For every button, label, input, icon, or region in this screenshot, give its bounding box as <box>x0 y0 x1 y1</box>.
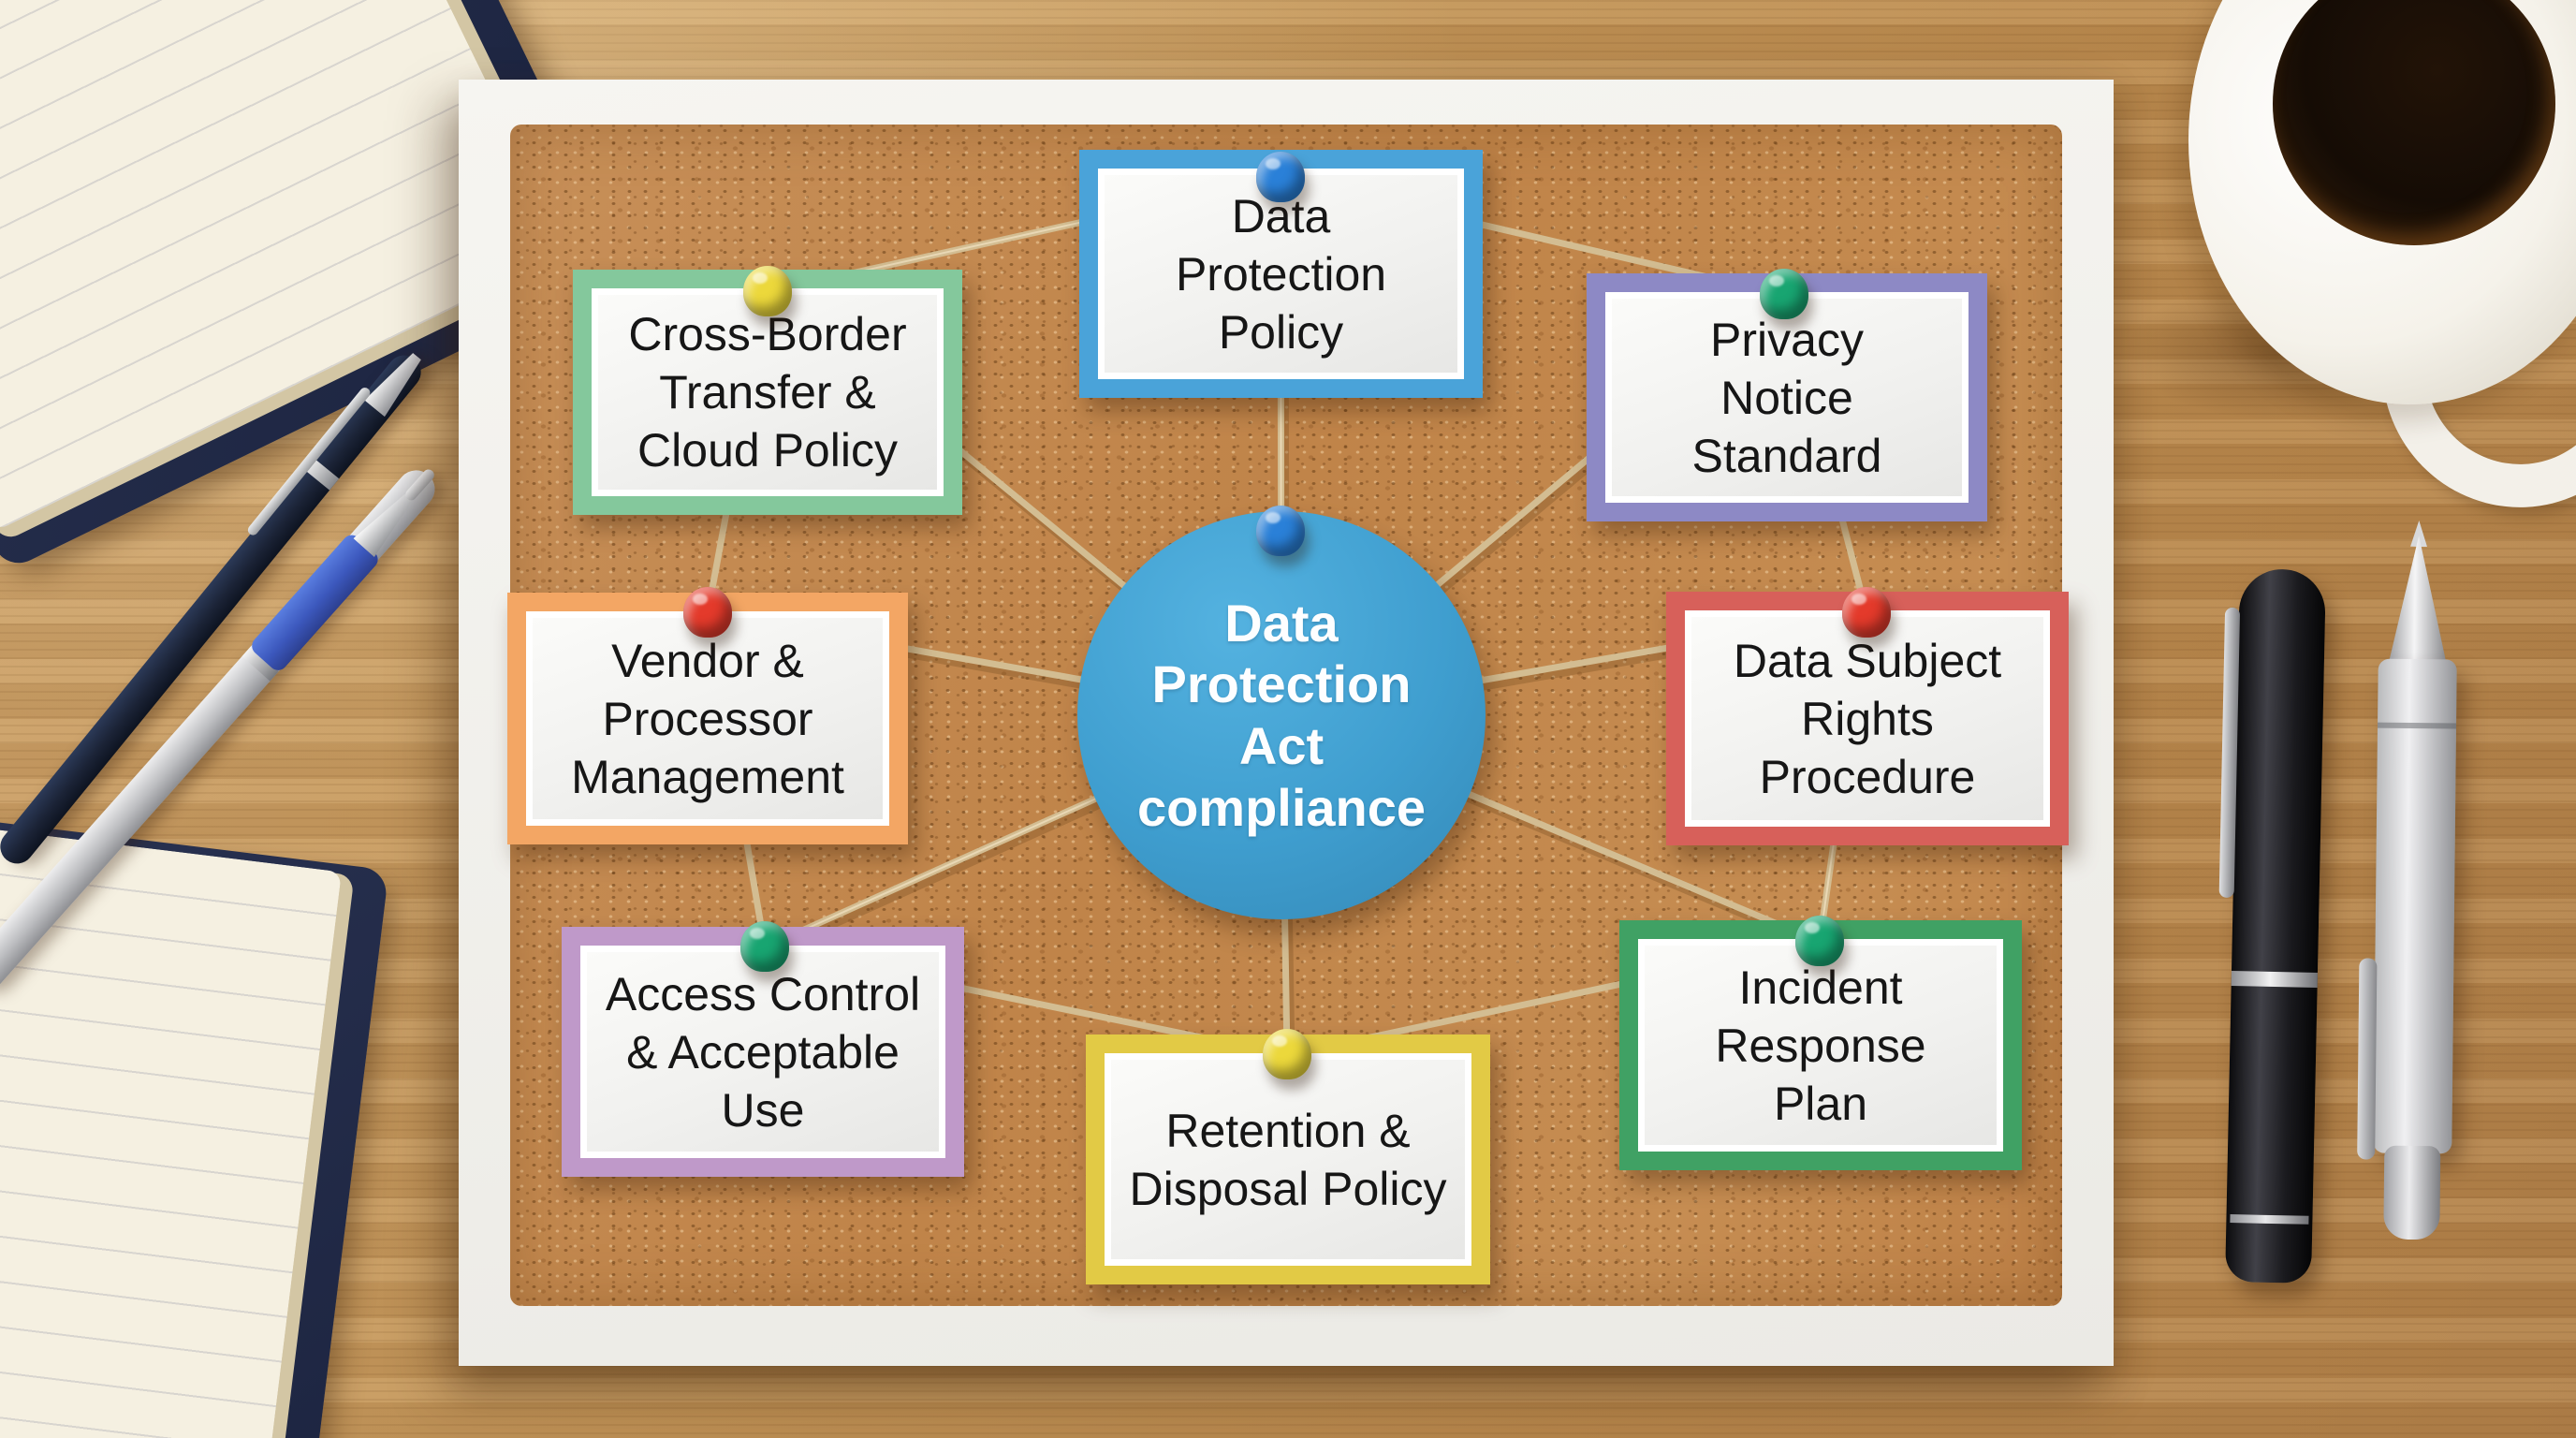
hub-node: Data Protection Act compliance <box>1077 511 1486 919</box>
push-pin-icon <box>1256 506 1305 556</box>
pen-band <box>2230 1214 2309 1225</box>
pen-band <box>2231 971 2318 988</box>
card-face: Privacy Notice Standard <box>1611 298 1963 497</box>
push-pin-icon <box>1263 1029 1311 1079</box>
card-privacy-notice-standard: Privacy Notice Standard <box>1587 273 1987 521</box>
coffee-surface <box>2273 0 2555 245</box>
card-label: Cross-Border Transfer & Cloud Policy <box>628 308 907 477</box>
push-pin-icon <box>1795 916 1844 966</box>
card-face: Vendor & Processor Management <box>532 617 884 820</box>
hub-label: Data Protection Act compliance <box>1136 593 1427 837</box>
card-label: Privacy Notice Standard <box>1691 313 1882 482</box>
card-face: Access Control & Acceptable Use <box>586 951 940 1152</box>
card-label: Vendor & Processor Management <box>571 634 844 803</box>
card-face: Cross-Border Transfer & Cloud Policy <box>597 294 938 491</box>
card-label: Data Subject Rights Procedure <box>1733 634 2002 803</box>
pen-plunger <box>2383 1145 2441 1240</box>
pen-band <box>2377 722 2457 729</box>
card-face: Data Protection Policy <box>1104 174 1458 374</box>
card-data-protection-policy: Data Protection Policy <box>1079 150 1483 398</box>
push-pin-icon <box>683 587 732 638</box>
card-label: Retention & Disposal Policy <box>1129 1104 1447 1215</box>
card-label: Access Control & Acceptable Use <box>605 967 921 1137</box>
push-pin-icon <box>743 266 792 316</box>
pen-clip <box>2218 607 2241 899</box>
pen-ballpoint <box>402 467 437 503</box>
card-data-subject-rights: Data Subject Rights Procedure <box>1666 592 2069 845</box>
push-pin-icon <box>1842 587 1891 638</box>
push-pin-icon <box>1256 152 1305 202</box>
card-label: Data Protection Policy <box>1175 189 1387 359</box>
silver-pen-icon <box>2357 536 2458 1278</box>
push-pin-icon <box>1760 269 1808 319</box>
card-face: Retention & Disposal Policy <box>1110 1059 1466 1260</box>
card-cross-border-transfer: Cross-Border Transfer & Cloud Policy <box>573 270 962 515</box>
card-face: Incident Response Plan <box>1644 945 1998 1146</box>
pen-tip <box>2384 536 2452 668</box>
card-face: Data Subject Rights Procedure <box>1690 616 2044 821</box>
push-pin-icon <box>740 921 789 972</box>
black-pen-icon <box>2218 568 2326 1284</box>
card-access-control-acceptable-use: Access Control & Acceptable Use <box>562 927 964 1177</box>
pen-body <box>2373 658 2457 1154</box>
pen-clip <box>2357 958 2378 1160</box>
card-label: Incident Response Plan <box>1715 961 1926 1130</box>
card-vendor-processor-management: Vendor & Processor Management <box>507 593 908 844</box>
